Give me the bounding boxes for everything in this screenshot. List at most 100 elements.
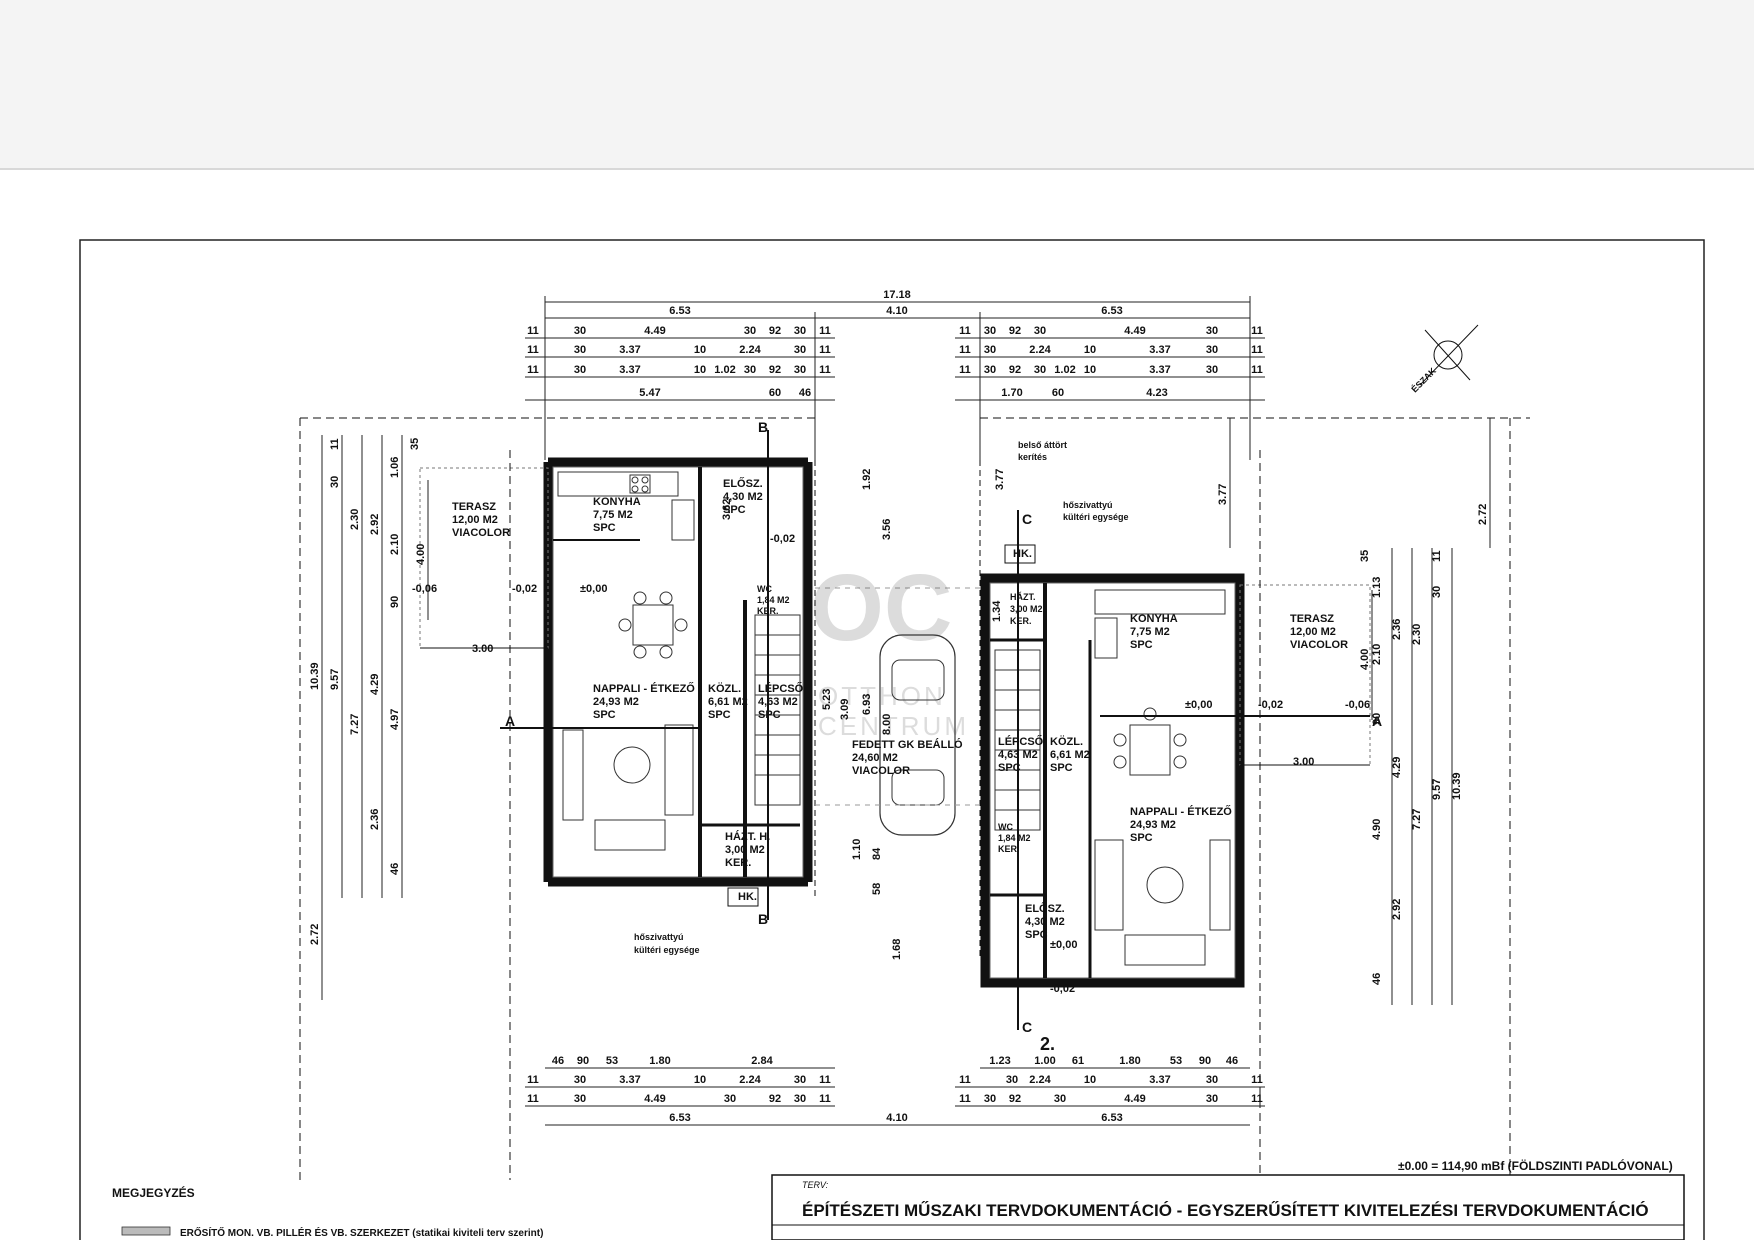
right-unit-outer-wall [980,573,1245,988]
section-labels: A A B B C C 2. [505,419,1382,1054]
note-item: ERŐSÍTŐ MON. VB. PILLÉR ÉS VB. SZERKEZET… [180,1226,543,1239]
r-dim-300: 3.00 [1293,756,1314,768]
bl3-0: 11 [527,1093,539,1105]
r-hazt-area: 3,00 M2 [1010,604,1043,614]
mv-1: 1.92 [861,469,873,490]
br1-5: 90 [1199,1055,1211,1067]
br2-6: 11 [1251,1074,1263,1086]
dim-l1-1: 30 [574,325,586,337]
l-kozl-area: 6,61 M2 [708,696,748,708]
dim-l2-3: 10 [694,344,706,356]
dim-r1-0: 11 [959,325,971,337]
br3-3: 30 [1054,1093,1066,1105]
bottom-dimension-labels: 46 90 53 1.80 2.84 11 30 3.37 10 2.24 30… [527,1055,1263,1124]
rv-9: 1.13 [1371,577,1383,598]
bl1-1: 90 [577,1055,589,1067]
dim-r1-5: 30 [1206,325,1218,337]
bl3-5: 30 [794,1093,806,1105]
bl2-4: 2.24 [739,1074,761,1086]
r-lepcso-floor: SPC [998,762,1021,774]
mv-8: 58 [871,883,883,895]
mv-2: 3.09 [839,699,851,720]
mv-4: 6.93 [861,694,873,715]
bl3-4: 92 [769,1093,781,1105]
dim-l3-0: 11 [527,364,539,376]
rv-15: 46 [1371,973,1383,985]
lv-16: 2.72 [309,924,321,945]
lv-8: 2.10 [389,534,401,555]
bl1-3: 1.80 [649,1055,670,1067]
section-c-top: C [1022,511,1032,527]
dim-right-wing: 6.53 [1101,305,1122,317]
right-dining-table [1129,724,1171,776]
rv-17: 3.77 [1217,484,1229,505]
br3-2: 92 [1009,1093,1021,1105]
l-wc: WC [757,584,772,594]
dim-l3-2: 3.37 [619,364,640,376]
l-konyha: KONYHA [593,496,641,508]
dim-l2-6: 11 [819,344,831,356]
dim-middle: 4.10 [886,305,907,317]
dim-r1-4: 4.49 [1124,325,1145,337]
br1-6: 46 [1226,1055,1238,1067]
l-hk: HK. [738,891,757,903]
parking-floor: VIACOLOR [852,765,910,777]
l-hp-1: hőszivattyú [634,932,684,942]
bl2-6: 11 [819,1074,831,1086]
l-elosz: ELŐSZ. [723,477,763,490]
left-unit [419,457,813,887]
rv-16: 2.72 [1477,504,1489,525]
l-nappali-area: 24,93 M2 [593,696,639,708]
bl3-1: 30 [574,1093,586,1105]
dim-l4-1: 60 [769,387,781,399]
dim-left-wing: 6.53 [669,305,690,317]
r-wc: WC [998,822,1013,832]
l-lepcso: LÉPCSŐ [758,682,804,695]
bl1-4: 2.84 [751,1055,773,1067]
mv-6: 1.10 [851,839,863,860]
l-nappali-floor: SPC [593,709,616,721]
bl2-3: 10 [694,1074,706,1086]
middle-vertical-dim-labels: 3.56 1.92 3.09 5.23 6.93 8.00 1.10 84 58… [721,469,1006,960]
br1-1: 1.00 [1034,1055,1055,1067]
left-unit-outer-wall [543,457,813,887]
r-level-4: -0,02 [1050,983,1075,995]
bt-2: 6.53 [1101,1112,1122,1124]
r-terasz: TERASZ [1290,613,1334,625]
section-2-mark: 2. [1040,1034,1055,1054]
l-level-2: -0,06 [412,583,437,595]
scan-header-strip [0,0,1754,170]
right-coffee-table [1146,866,1184,904]
br1-3: 1.80 [1119,1055,1140,1067]
br1-2: 61 [1072,1055,1084,1067]
br1-4: 53 [1170,1055,1182,1067]
l-nappali: NAPPALI - ÉTKEZŐ [593,682,695,695]
dim-l1-2: 4.49 [644,325,665,337]
lv-1: 9.57 [329,669,341,690]
parking-area: 24,60 M2 [852,752,898,764]
l-hazt: HÁZT. H. [725,830,770,843]
r-level-2: -0,06 [1345,699,1370,711]
lv-13: 11 [329,438,341,450]
r-terasz-floor: VIACOLOR [1290,639,1348,651]
watermark-logo: OC OTTHON CENTRUM [810,555,966,741]
dim-r2-6: 11 [1251,344,1263,356]
bl2-2: 3.37 [619,1074,640,1086]
left-coffee-table [613,746,651,784]
bt-0: 6.53 [669,1112,690,1124]
r-hazt-floor: KER. [1010,616,1032,626]
l-hazt-area: 3,00 M2 [725,844,765,856]
left-room-labels: KONYHA 7,75 M2 SPC ELŐSZ. 4,30 M2 SPC WC… [412,477,804,955]
rv-3: 4.29 [1391,757,1403,778]
bottom-dimension-chains [525,1067,1265,1126]
rv-2: 7.27 [1411,809,1423,830]
br2-2: 2.24 [1029,1074,1051,1086]
r-wc-area: 1,84 M2 [998,833,1031,843]
dim-r3-8: 11 [1251,364,1263,376]
section-b-bottom: B [758,911,768,927]
dim-l3-3: 10 [694,364,706,376]
dim-l4-2: 46 [799,387,811,399]
dim-r1-2: 92 [1009,325,1021,337]
bl1-0: 46 [552,1055,564,1067]
